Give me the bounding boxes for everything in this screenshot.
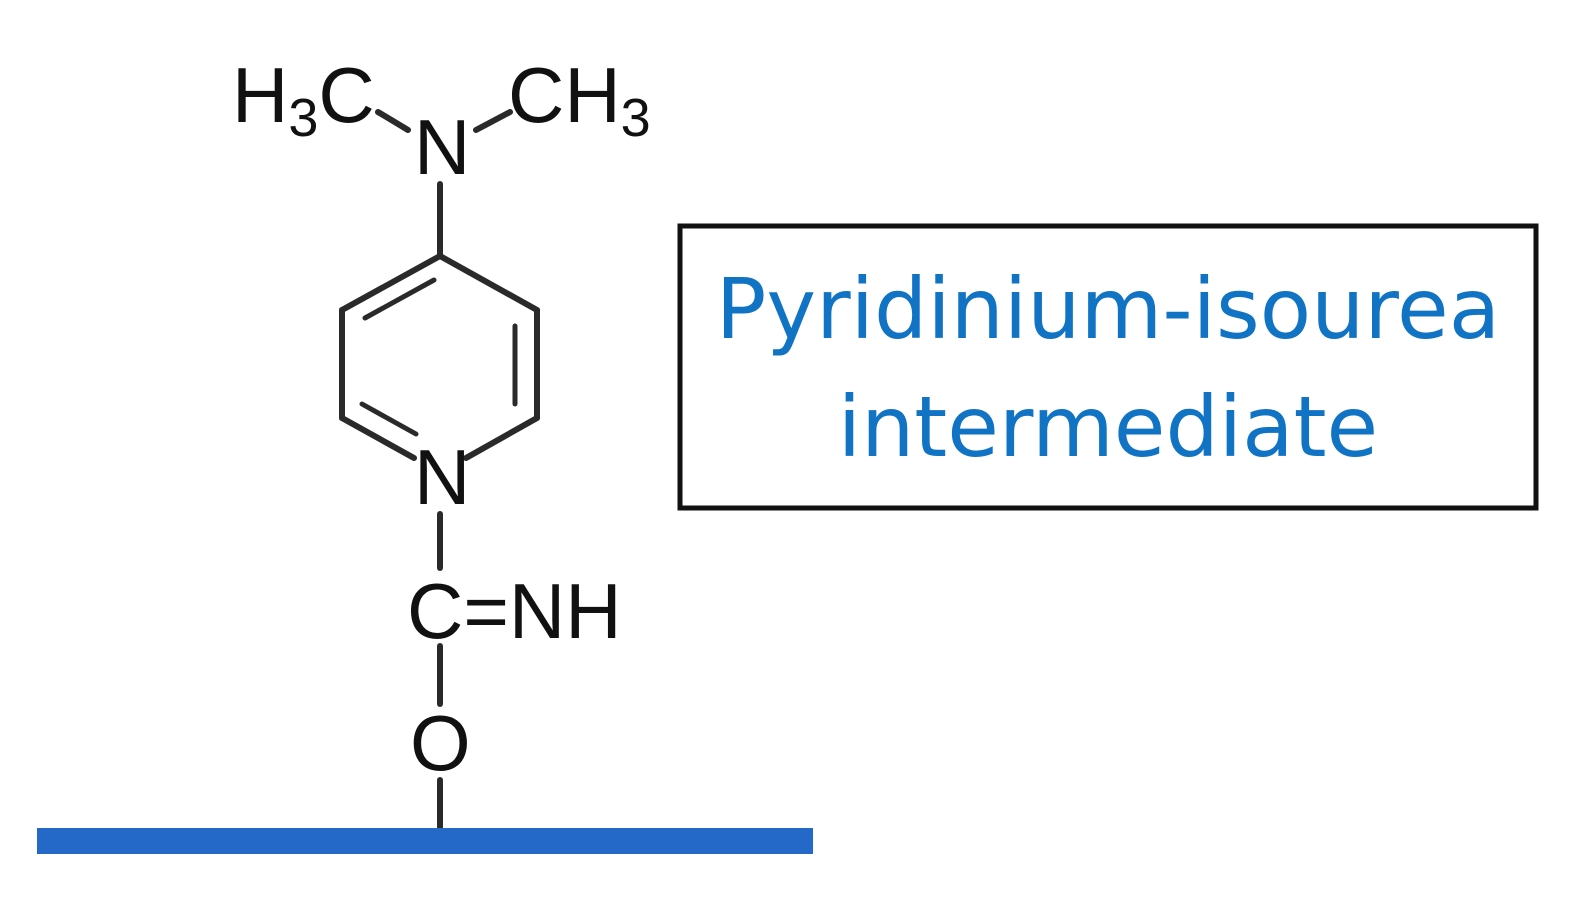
- imine-group-label: C=NH: [407, 567, 622, 655]
- ester-oxygen-label: O: [410, 699, 471, 787]
- ring-bond-bottom-right: [463, 415, 540, 461]
- ring-nitrogen-label: N: [414, 433, 470, 521]
- ring-bond-top-left: [339, 253, 443, 313]
- bond-n-methyl-right: [473, 109, 513, 133]
- label-line-2: intermediate: [838, 378, 1379, 476]
- methyl-left-label: H3C: [232, 51, 375, 148]
- label-box: [677, 223, 1539, 511]
- ring-bond-bottom-left: [339, 415, 417, 461]
- ring-double-bond-top: [362, 277, 437, 321]
- ring-bond-top-right: [437, 253, 540, 313]
- label-line-1: Pyridinium-isourea: [716, 260, 1500, 358]
- surface-bar: [37, 828, 813, 854]
- methyl-right-label: CH3: [508, 51, 651, 148]
- ring-double-bond-bottom: [359, 401, 419, 437]
- amine-nitrogen-label: N: [414, 103, 470, 191]
- bond-n-methyl-left: [375, 109, 411, 133]
